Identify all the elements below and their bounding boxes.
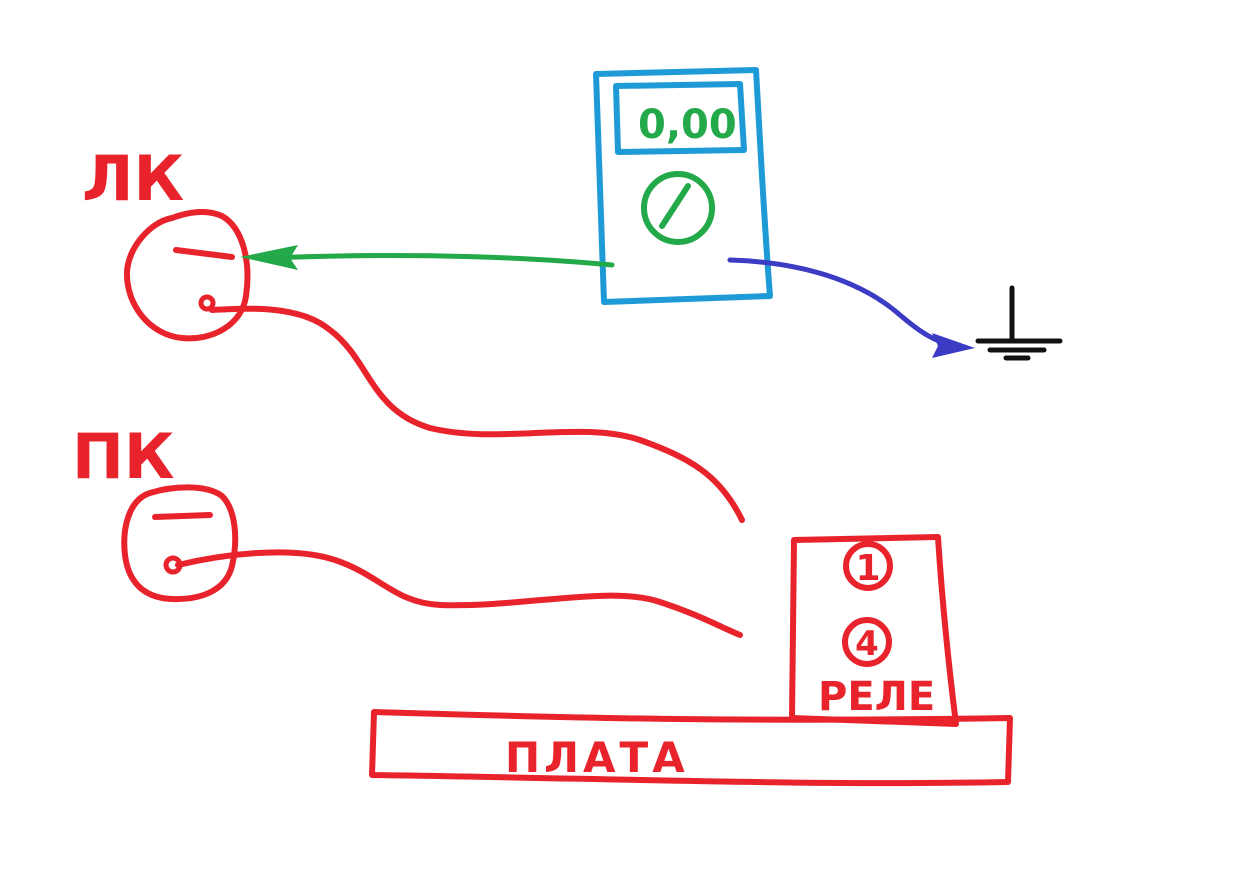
board-label: ПЛАТА [505, 733, 689, 782]
relay-pin-1-label: 1 [855, 548, 880, 589]
right-speaker-label: ПК [72, 420, 175, 493]
relay-pin-1: 1 [843, 541, 893, 591]
blue-probe-wire [727, 257, 958, 349]
multimeter-screen [613, 81, 747, 155]
left-speaker-wire [209, 305, 745, 523]
relay-pin-4-label: 4 [855, 624, 879, 664]
blue-probe-arrow-icon [932, 333, 975, 358]
relay-label: РЕЛЕ [818, 674, 935, 720]
right-speaker-connector [121, 484, 239, 603]
multimeter-dial-icon [641, 171, 715, 245]
green-probe-arrow-icon [240, 245, 298, 270]
board [369, 709, 1013, 787]
left-speaker-label: ЛК [82, 142, 184, 215]
relay-pin-4: 4 [842, 617, 892, 667]
left-speaker-connector [123, 208, 251, 342]
relay [789, 534, 959, 727]
right-speaker-wire [175, 549, 743, 638]
green-probe-wire [267, 253, 615, 268]
multimeter [593, 67, 773, 305]
multimeter-display: 0,00 [638, 102, 737, 148]
ground-symbol-icon [975, 285, 1063, 361]
